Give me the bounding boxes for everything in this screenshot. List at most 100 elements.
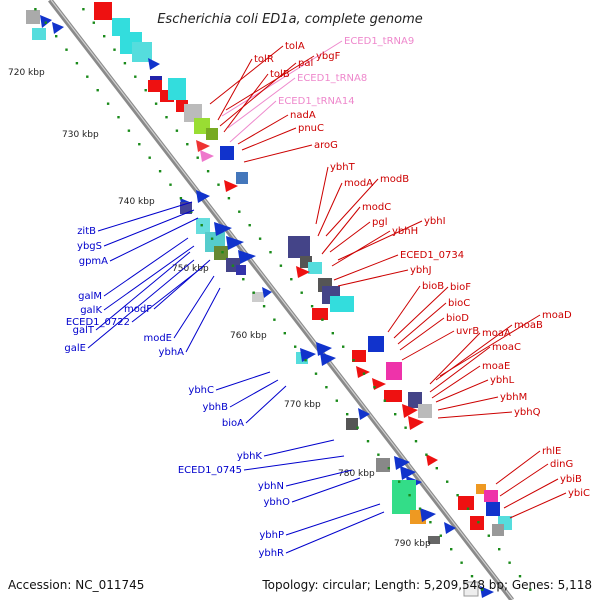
leader-line: [225, 55, 315, 111]
tick-dot: [325, 386, 328, 389]
tick-dot: [273, 318, 276, 321]
kbp-label: 750 kbp: [172, 264, 209, 274]
tick-dot: [231, 264, 235, 267]
tick-dot: [321, 318, 324, 321]
gene-label: bioD: [446, 313, 469, 324]
tick-dot: [477, 521, 480, 524]
tick-dot: [154, 102, 158, 105]
kbp-label: 740 kbp: [118, 197, 155, 207]
gene-label: modF: [124, 304, 152, 315]
leader-line: [103, 237, 189, 297]
tick-dot: [356, 426, 359, 429]
leader-line: [291, 477, 361, 503]
leader-line: [95, 251, 191, 331]
tick-dot: [408, 494, 411, 497]
leader-line: [401, 330, 455, 361]
tick-dot: [414, 440, 418, 443]
tick-dot: [290, 278, 293, 281]
tick-dot: [179, 197, 183, 200]
tick-dot: [210, 237, 214, 240]
leader-line: [229, 379, 279, 408]
gene-label: moaA: [482, 328, 511, 339]
gene-label: ECED1_0745: [178, 465, 242, 476]
tick-dot: [238, 210, 241, 213]
gene-label: nadA: [290, 110, 316, 121]
gene-label: pgl: [372, 217, 387, 228]
tick-dot: [248, 224, 251, 227]
tick-dot: [206, 170, 210, 173]
tick-dot: [310, 305, 314, 308]
leader-line: [495, 450, 541, 485]
tick-dot: [221, 251, 224, 254]
gene-label: moaD: [542, 310, 572, 321]
leader-line: [285, 503, 381, 536]
gene-label: dinG: [550, 459, 573, 470]
tick-dot: [300, 291, 303, 294]
gene-label: ybhH: [392, 226, 418, 237]
tick-dot: [446, 480, 449, 483]
gene-label: gpmA: [79, 256, 108, 267]
leader-line: [315, 166, 329, 225]
gene-label: bioC: [448, 298, 470, 309]
tick-dot: [435, 467, 438, 470]
tick-dot: [103, 35, 106, 38]
leader-line: [131, 265, 205, 323]
gene-label: pnuC: [298, 123, 324, 134]
tick-dot: [387, 467, 390, 470]
tick-dot: [200, 224, 203, 227]
tick-dot: [269, 251, 272, 254]
tick-dot: [498, 548, 501, 551]
tick-dot: [466, 507, 470, 510]
plus-strand-features: [94, 2, 512, 536]
gene-label: galT: [73, 325, 95, 336]
gene-label: ybhM: [500, 392, 527, 403]
gene-label: uvrB: [456, 326, 479, 337]
gene-label: ybiB: [560, 474, 582, 485]
leader-line: [209, 45, 284, 105]
leader-line: [333, 254, 399, 281]
gene-label: ybhT: [330, 162, 356, 173]
gene-label: ECED1_0722: [66, 317, 130, 328]
tick-dot: [294, 345, 297, 348]
gene-label: tolR: [254, 54, 274, 65]
tick-dot: [165, 116, 168, 119]
gene-label: galE: [64, 343, 86, 354]
tick-dot: [82, 8, 85, 11]
tick-dot: [304, 359, 307, 362]
tick-dot: [383, 399, 386, 402]
tick-dot: [196, 156, 199, 159]
gene-label: ybhC: [188, 385, 214, 396]
gene-label: moaE: [482, 361, 510, 372]
leader-line: [285, 469, 353, 487]
tick-dot: [331, 332, 334, 335]
gene-label: ybhA: [159, 347, 185, 358]
tick-dot: [92, 21, 95, 24]
gene-label: ybhQ: [514, 407, 541, 418]
tick-dot: [144, 89, 147, 92]
leader-line: [435, 324, 513, 381]
tick-dot: [429, 521, 432, 524]
tick-dot: [262, 305, 266, 308]
tick-dot: [65, 48, 68, 51]
gene-label: ybhP: [259, 530, 284, 541]
tick-dot: [377, 453, 380, 456]
gene-label: ECED1_tRNA9: [344, 36, 414, 47]
gene-label: modA: [344, 178, 373, 189]
tick-dot: [481, 588, 484, 591]
kbp-label: 780 kbp: [338, 469, 375, 479]
leader-line: [103, 209, 195, 247]
tick-dot: [404, 426, 407, 429]
tick-dot: [283, 332, 286, 335]
gene-label: modB: [380, 174, 409, 185]
tick-dot: [252, 291, 255, 294]
leader-line: [499, 463, 549, 497]
gene-label: ybhL: [490, 375, 515, 386]
gene-label: tolA: [285, 41, 305, 52]
gene-label: bioF: [450, 282, 471, 293]
leader-line: [243, 144, 313, 163]
tick-dot: [96, 89, 99, 92]
map-title: Escherichia coli ED1a, complete genome: [157, 12, 423, 27]
gene-label: ybhK: [237, 451, 263, 462]
tick-dot: [186, 143, 189, 146]
